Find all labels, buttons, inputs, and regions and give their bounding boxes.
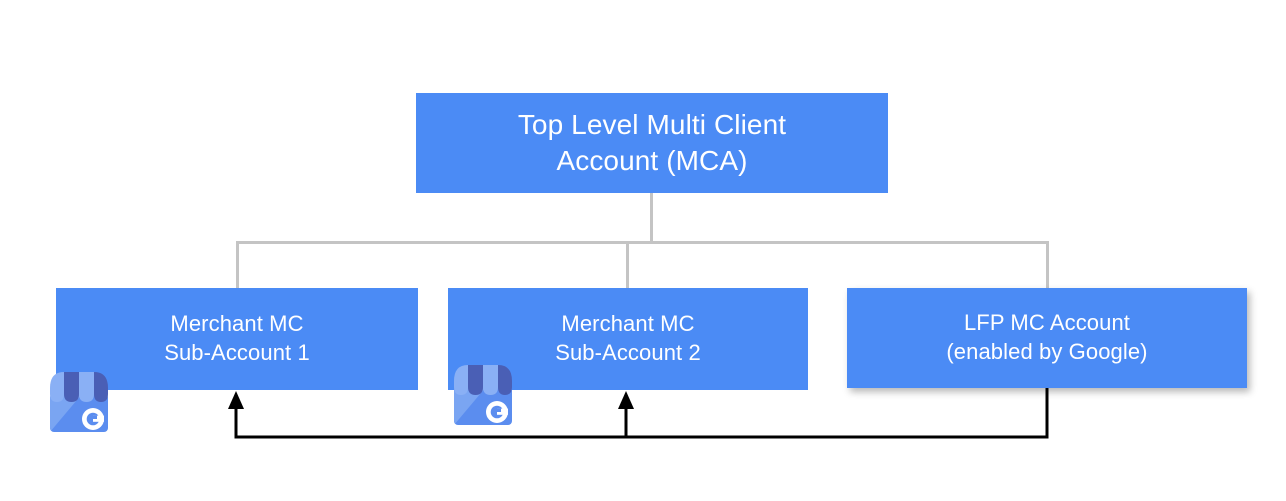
node-sub1-line-1: Merchant MC	[170, 311, 304, 337]
node-sub2-line-2: Sub-Account 2	[555, 340, 701, 365]
arrowhead-sub1-icon	[228, 391, 244, 409]
connector-drop-sub2	[626, 241, 629, 289]
gmb-awning-2	[468, 365, 483, 395]
node-lfp-mc-account[interactable]: LFP MC Account (enabled by Google)	[847, 288, 1247, 388]
node-mca-line-2: Account (MCA)	[556, 145, 748, 176]
node-merchant-mc-sub-account-2[interactable]: Merchant MC Sub-Account 2	[448, 288, 808, 390]
gmb-awning-3	[483, 365, 498, 395]
gmb-awning-1	[50, 372, 64, 402]
connector-drop-sub1	[236, 241, 239, 289]
node-lfp-line-1: LFP MC Account	[963, 310, 1131, 336]
gmb-awning-2	[64, 372, 79, 402]
gmb-awning-4	[94, 372, 108, 402]
google-my-business-icon	[50, 372, 108, 432]
node-lfp-line-2: (enabled by Google)	[946, 339, 1148, 364]
gmb-awning-1	[454, 365, 468, 395]
connector-drop-lfp	[1046, 241, 1049, 289]
node-top-level-mca[interactable]: Top Level Multi Client Account (MCA)	[416, 93, 888, 193]
node-mca-line-1: Top Level Multi Client	[517, 108, 787, 140]
arrowhead-sub2-icon	[618, 391, 634, 409]
node-sub1-line-2: Sub-Account 1	[164, 340, 310, 365]
flow-path-main	[234, 388, 1049, 439]
connector-mca-stem	[650, 193, 653, 243]
node-sub2-line-1: Merchant MC	[561, 311, 695, 337]
gmb-awning-4	[498, 365, 512, 395]
gmb-awning-3	[79, 372, 94, 402]
gmb-body-shade	[50, 394, 82, 432]
gmb-g-glyph	[82, 408, 104, 430]
node-merchant-mc-sub-account-1[interactable]: Merchant MC Sub-Account 1	[56, 288, 418, 390]
gmb-g-glyph	[486, 401, 508, 423]
connector-horizontal-bus	[236, 241, 1049, 244]
google-my-business-icon	[454, 365, 512, 425]
